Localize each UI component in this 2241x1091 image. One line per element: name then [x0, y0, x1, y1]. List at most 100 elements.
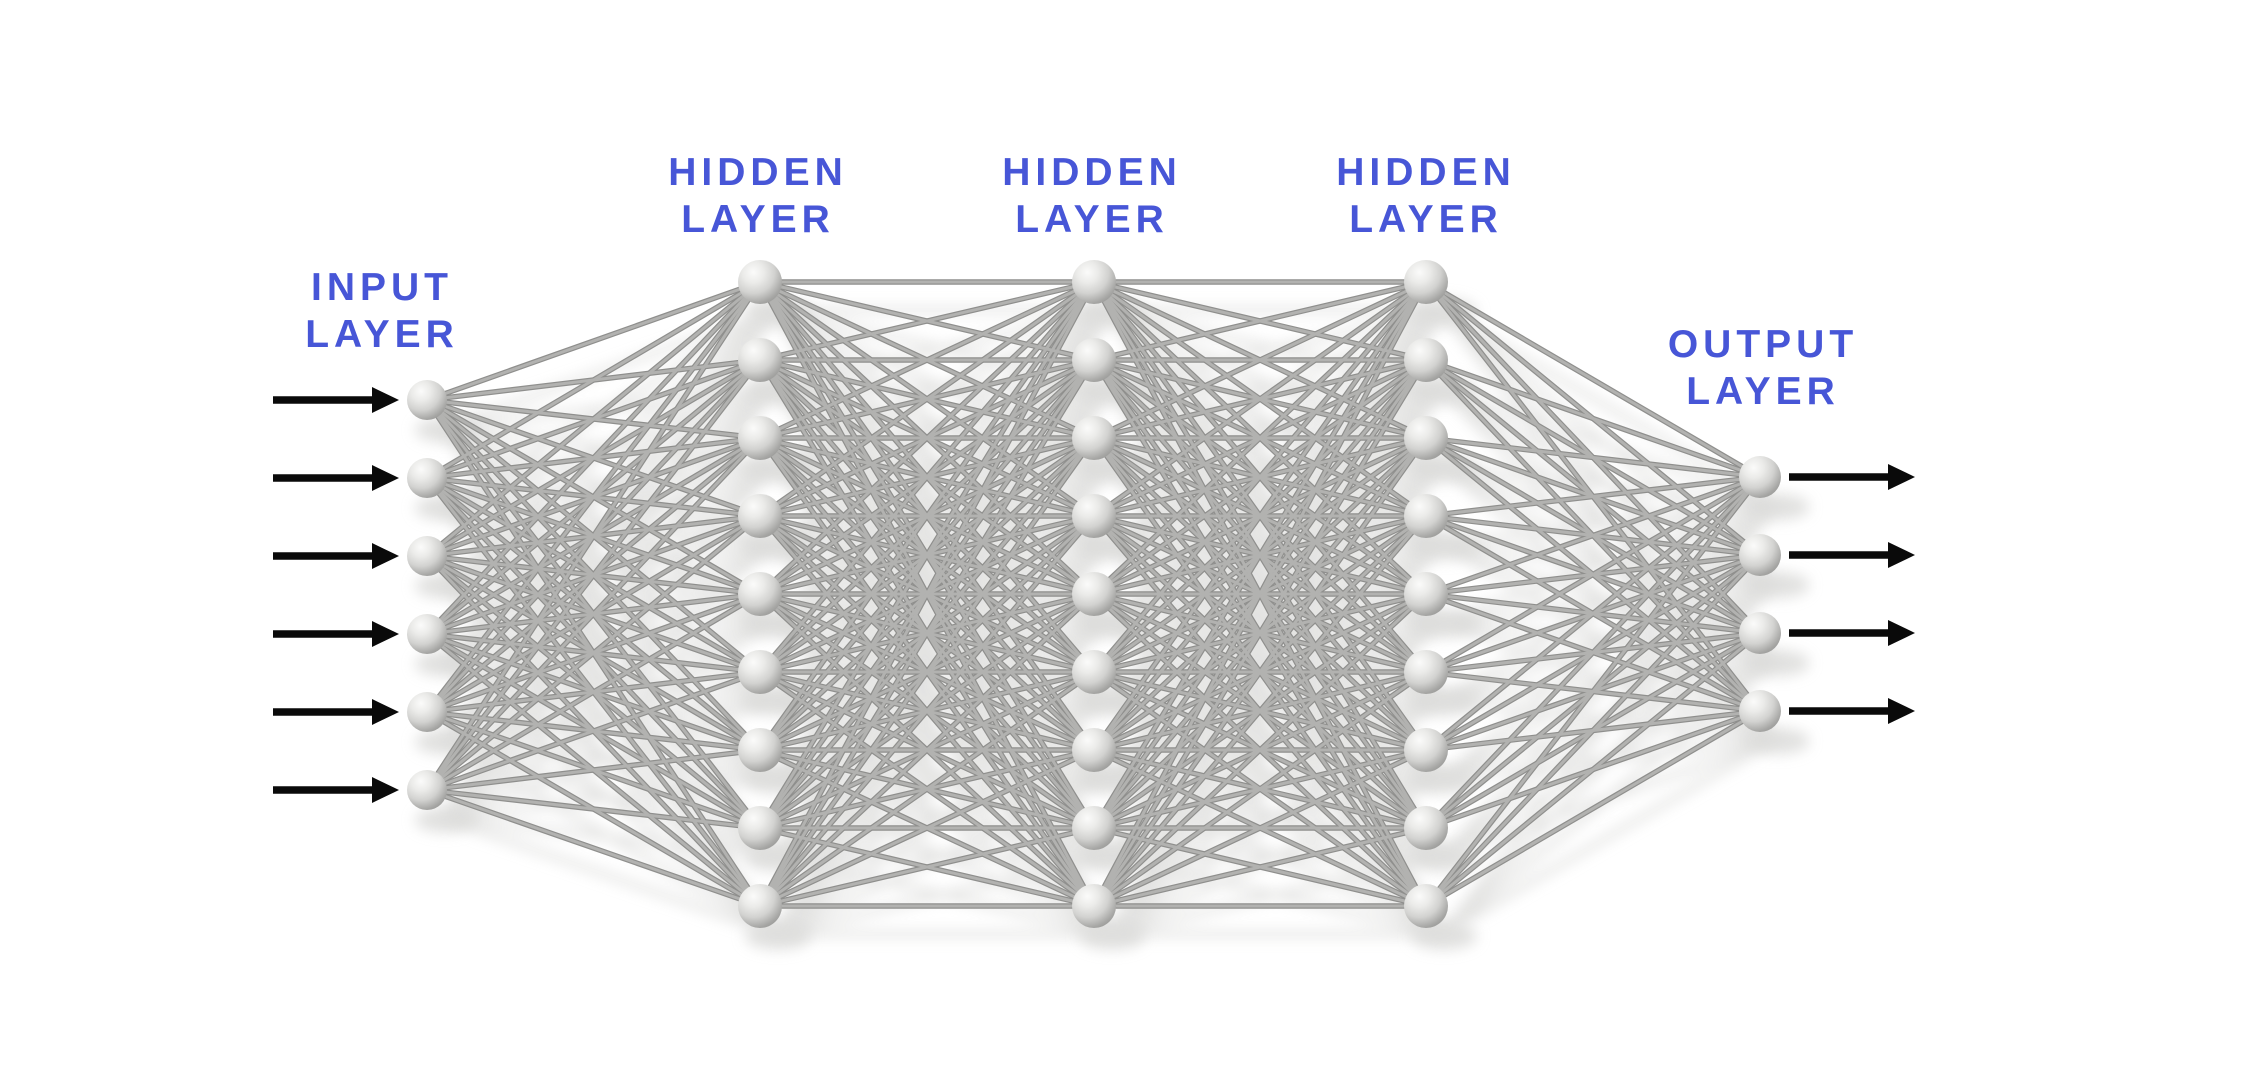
edge-line	[759, 280, 1095, 440]
hidden-layer-1-node	[738, 728, 782, 772]
hidden-layer-3-node	[1404, 884, 1448, 928]
edge-line	[759, 748, 1095, 908]
io-arrows	[273, 387, 1915, 803]
hidden-layer-2-node	[1072, 728, 1116, 772]
edge-line	[1424, 475, 1762, 830]
node-shadow	[1411, 766, 1477, 794]
input-arrow-head	[372, 543, 399, 569]
edge-line	[1092, 281, 1428, 907]
hidden-layer-3-node	[1404, 416, 1448, 460]
edge-line	[426, 514, 761, 792]
edge-shadow	[1440, 736, 1778, 937]
edge-line	[1093, 826, 1427, 908]
edge-line	[1092, 359, 1428, 907]
input-layer-node	[407, 614, 447, 654]
input-arrow-head	[372, 777, 399, 803]
hidden-layer-3-node	[1404, 338, 1448, 382]
label-hidden-layer-3: HIDDEN LAYER	[1336, 151, 1516, 241]
edge-line	[1425, 475, 1761, 674]
output-arrow-head	[1888, 464, 1915, 490]
input-layer-node	[407, 458, 447, 498]
label-hidden-layer-1: HIDDEN LAYER	[668, 151, 848, 241]
edge-line	[426, 280, 761, 558]
label-input-layer: INPUT LAYER	[305, 266, 459, 356]
edge-line	[425, 280, 762, 636]
edge-line	[426, 280, 761, 480]
edge-line	[426, 592, 761, 792]
edge-shadow	[773, 307, 1113, 703]
edge-line	[426, 748, 761, 792]
edge-line	[1425, 436, 1761, 479]
edge-line	[426, 280, 761, 402]
output-layer-node	[1739, 690, 1781, 732]
input-arrow-head	[372, 465, 399, 491]
edge-line	[759, 826, 1095, 908]
hidden-layer-1-node	[738, 416, 782, 460]
hidden-layer-2-node	[1072, 806, 1116, 850]
hidden-layer-1-node	[738, 650, 782, 694]
hidden-layer-3-node	[1404, 650, 1448, 694]
edge-shadow	[441, 814, 778, 938]
hidden-layer-1-node	[738, 338, 782, 382]
hidden-layer-1-node	[738, 260, 782, 304]
edge-line	[758, 281, 1096, 829]
edge-line	[425, 281, 762, 791]
edge-line	[1093, 748, 1427, 908]
output-arrow-head	[1888, 542, 1915, 568]
input-layer-node	[407, 692, 447, 732]
edge-line	[1092, 281, 1428, 829]
edge-line	[1092, 515, 1428, 907]
edge-shadow	[1440, 384, 1778, 509]
hidden-layer-2-node	[1072, 572, 1116, 616]
edge-line	[758, 359, 1096, 907]
hidden-layer-1-node	[738, 494, 782, 538]
hidden-layer-2-node	[1072, 884, 1116, 928]
input-arrow-head	[372, 621, 399, 647]
node-shadow	[1746, 571, 1810, 599]
edge-line	[1092, 281, 1428, 673]
output-arrow-head	[1888, 620, 1915, 646]
edge-line	[1425, 475, 1761, 518]
edge-line	[758, 281, 1096, 673]
output-layer-node	[1739, 612, 1781, 654]
edge-line	[426, 670, 761, 792]
edge-line	[1092, 280, 1428, 596]
edge-line	[425, 359, 762, 791]
edge-line	[758, 280, 1096, 596]
hidden-layer-3-node	[1404, 260, 1448, 304]
hidden-layer-2-node	[1072, 650, 1116, 694]
node-shadow	[1411, 688, 1477, 716]
hidden-layer-2-node	[1072, 416, 1116, 460]
node-shadow	[1746, 727, 1810, 755]
edge-shadow	[1107, 541, 1445, 937]
node-shadow	[1746, 493, 1810, 521]
edge-line	[1425, 631, 1761, 908]
edge-line	[1425, 475, 1761, 752]
output-layer-node	[1739, 534, 1781, 576]
edge-shadow	[773, 541, 1113, 937]
edge-line	[758, 515, 1096, 907]
edge-shadow	[1107, 307, 1445, 703]
edge-line	[759, 280, 1095, 518]
edge-line	[1093, 280, 1427, 362]
edge-line	[1093, 280, 1427, 440]
node-shadow	[745, 922, 811, 950]
edge-line	[759, 280, 1095, 362]
node-shadow	[1746, 649, 1810, 677]
edge-line	[1093, 670, 1427, 908]
edge-line	[1425, 709, 1761, 908]
edge-line	[426, 788, 761, 908]
hidden-layer-2-node	[1072, 494, 1116, 538]
edge-lines	[425, 280, 1762, 908]
edge-line	[1092, 437, 1428, 907]
input-arrow-head	[372, 699, 399, 725]
hidden-layer-2-node	[1072, 338, 1116, 382]
edge-line	[758, 281, 1096, 907]
edge-line	[1092, 281, 1428, 751]
output-layer-node	[1739, 456, 1781, 498]
label-output-layer: OUTPUT LAYER	[1667, 323, 1859, 413]
edge-line	[425, 281, 762, 713]
label-hidden-layer-2: HIDDEN LAYER	[1002, 151, 1182, 241]
edge-shadow	[441, 619, 778, 821]
